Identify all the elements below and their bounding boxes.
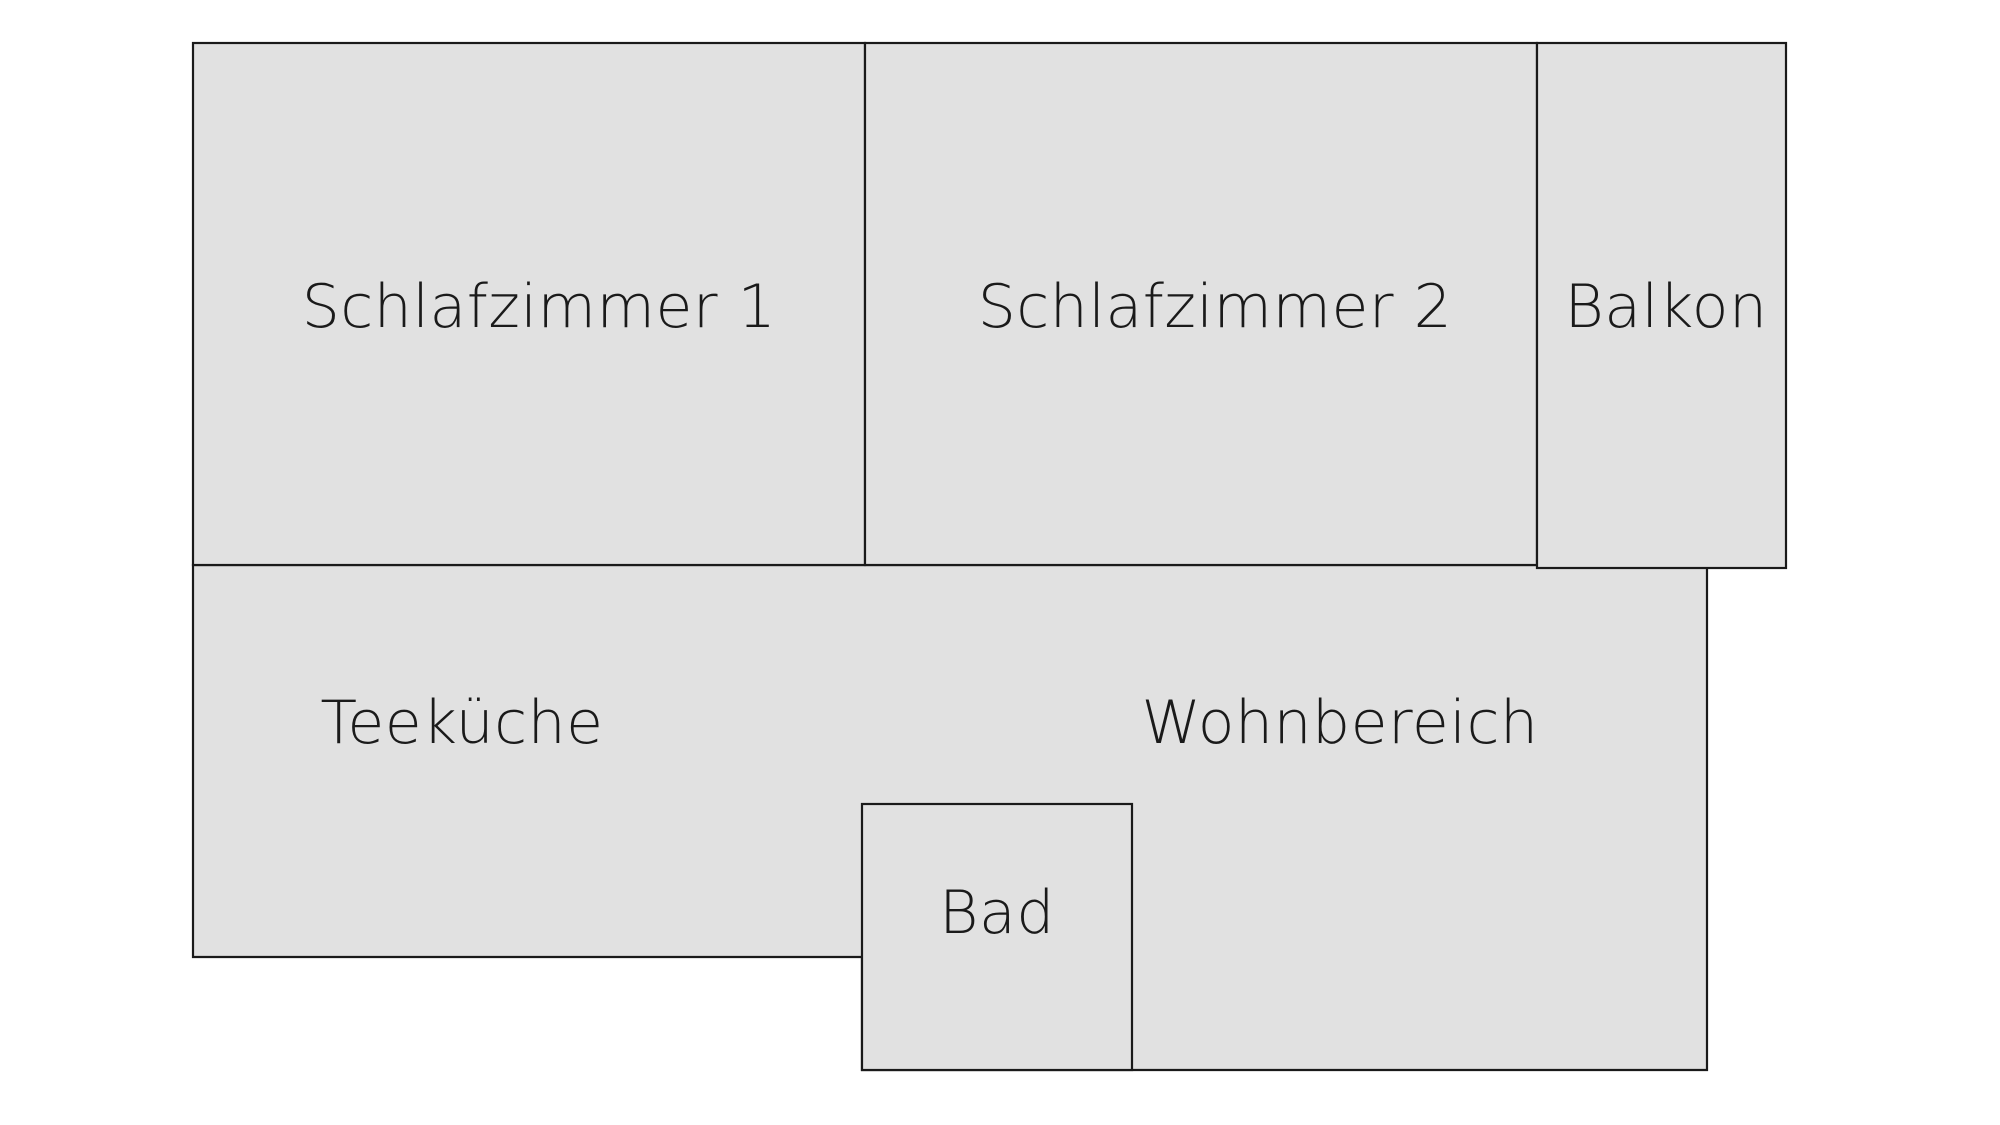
label-wohnbereich: Wohnbereich [1141,688,1538,758]
room-bad [860,802,1134,1072]
label-teekueche: Teeküche [320,688,603,758]
label-schlafzimmer-1: Schlafzimmer 1 [302,272,777,342]
label-schlafzimmer-2: Schlafzimmer 2 [978,272,1453,342]
label-bad: Bad [939,878,1055,948]
label-balkon: Balkon [1564,272,1767,342]
room-schlafzimmer-2 [863,41,1539,567]
room-schlafzimmer-1 [191,41,867,567]
room-balkon [1535,41,1788,570]
